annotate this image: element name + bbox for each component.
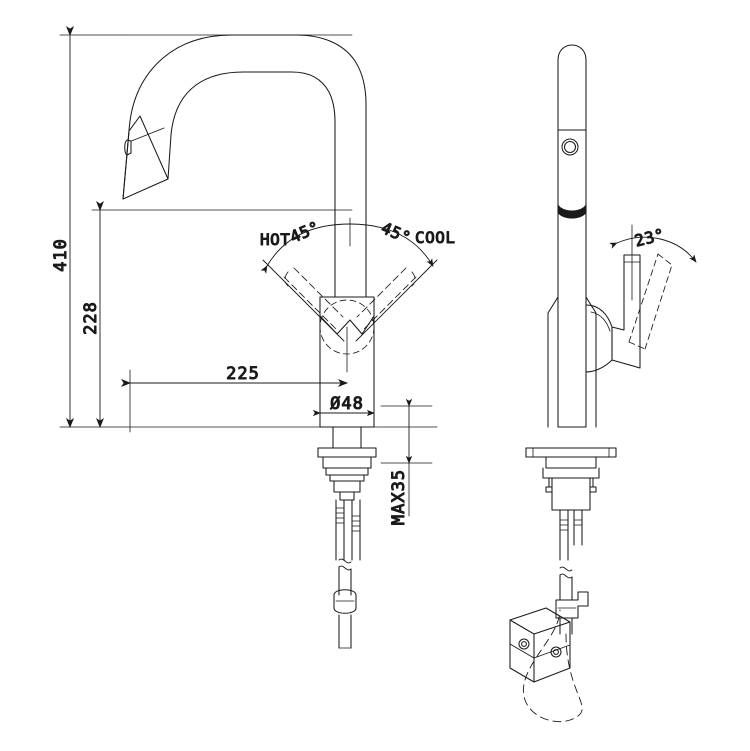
hot-label: HOT [260,230,290,249]
dimension-max35-label: MAX35 [389,469,409,525]
hose-coupling [333,589,357,614]
side-view-spout [547,44,597,428]
lever-arm [611,254,641,369]
front-view-body [319,296,375,428]
side-view-mounting [525,447,617,635]
side-view-handle [585,253,673,373]
dimension-diameter-48: Ø48 [312,393,375,417]
swivel-ghost-right [356,267,417,330]
spray-head [122,115,169,200]
handle-ghost [628,253,673,350]
dimension-228: 228 [80,201,104,428]
dimension-225: 225 [121,363,348,387]
front-view-mounting [317,426,377,649]
break-symbol [338,558,352,564]
spray-release-button [124,139,132,156]
cool-angle-label: 45° [378,218,413,247]
counterweight-block [509,607,571,683]
cool-label: COOL [415,228,456,247]
dimension-410-label: 410 [51,238,71,272]
counterweight-assembly [509,607,583,723]
collar-band [557,204,587,219]
dimension-225-label: 225 [226,364,260,384]
dimension-228-label: 228 [81,301,101,335]
dimension-410: 410 [50,26,74,428]
dimension-diameter-48-label: Ø48 [330,394,364,414]
swivel-annotation: HOT 45° 45° COOL [259,217,456,342]
swivel-ghost-left [283,267,344,330]
front-view-spout [122,34,367,298]
extension-lines [59,34,438,464]
dimension-max35: MAX35 [388,398,413,526]
mode-button [561,138,579,156]
hot-angle-label: 45° [287,217,322,246]
hose-loop [523,609,583,723]
handle-angle-label: 23° [633,225,667,251]
